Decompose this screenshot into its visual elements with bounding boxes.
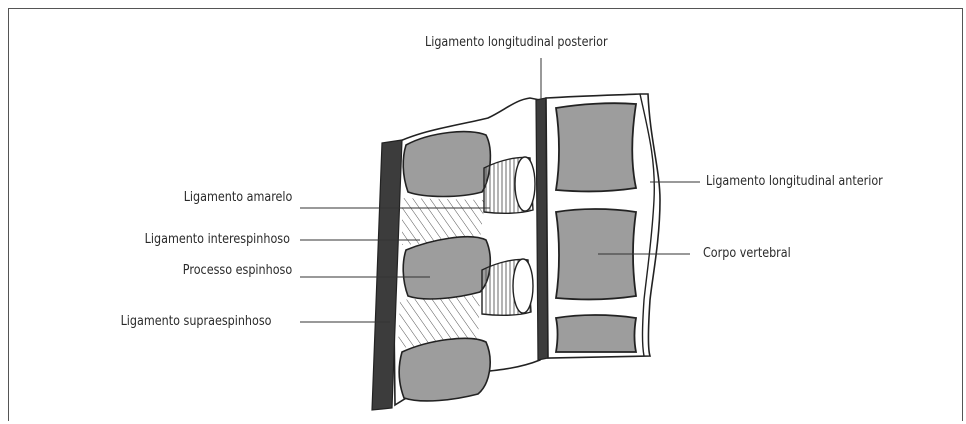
label-anterior-ligament: Ligamento longitudinal anterior — [706, 174, 883, 190]
label-ligamento-interespinhoso: Ligamento interespinhoso — [145, 232, 290, 248]
label-processo-espinhoso: Processo espinhoso — [183, 263, 292, 279]
label-posterior-ligament: Ligamento longitudinal posterior — [425, 35, 608, 51]
spinous-process-3 — [399, 338, 490, 401]
label-ligamento-amarelo: Ligamento amarelo — [183, 190, 292, 206]
spinous-process-2 — [403, 237, 490, 299]
vertebral-body-3 — [556, 315, 636, 352]
label-corpo-vertebral: Corpo vertebral — [703, 246, 791, 262]
label-ligamento-supraespinhoso: Ligamento supraespinhoso — [121, 314, 272, 330]
spinous-process-1 — [403, 132, 490, 197]
vertebral-body-1 — [556, 103, 636, 191]
